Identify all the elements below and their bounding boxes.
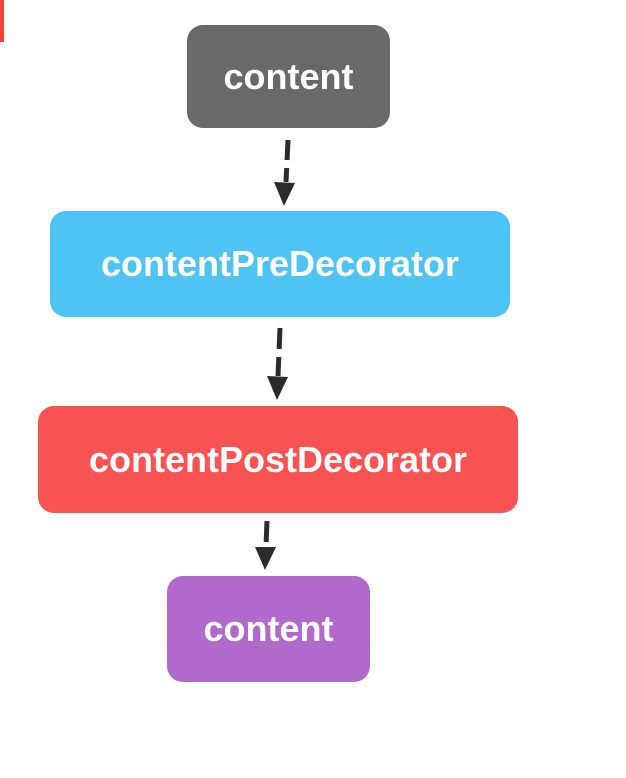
node-content-top: content — [187, 25, 390, 128]
node-label: contentPreDecorator — [100, 243, 460, 284]
edge-dashed-line — [275, 327, 283, 377]
node-label: content — [223, 55, 354, 97]
arrowhead-down-icon — [255, 547, 276, 570]
edge-dashed-line — [283, 139, 291, 183]
node-content-bottom: content — [167, 576, 370, 682]
node-content-pre-decorator: contentPreDecorator — [50, 211, 510, 317]
edge-predecorator-to-postdecorator — [267, 327, 288, 400]
left-edge-red-marker — [0, 0, 4, 42]
node-content-post-decorator: contentPostDecorator — [38, 406, 518, 513]
edge-dashed-line — [263, 520, 270, 547]
arrowhead-down-icon — [274, 182, 295, 206]
arrowhead-down-icon — [267, 376, 288, 400]
edge-postdecorator-to-content — [255, 520, 276, 570]
node-label: contentPostDecorator — [88, 438, 468, 480]
node-label: content — [203, 608, 334, 649]
edge-content-to-predecorator — [274, 139, 295, 206]
